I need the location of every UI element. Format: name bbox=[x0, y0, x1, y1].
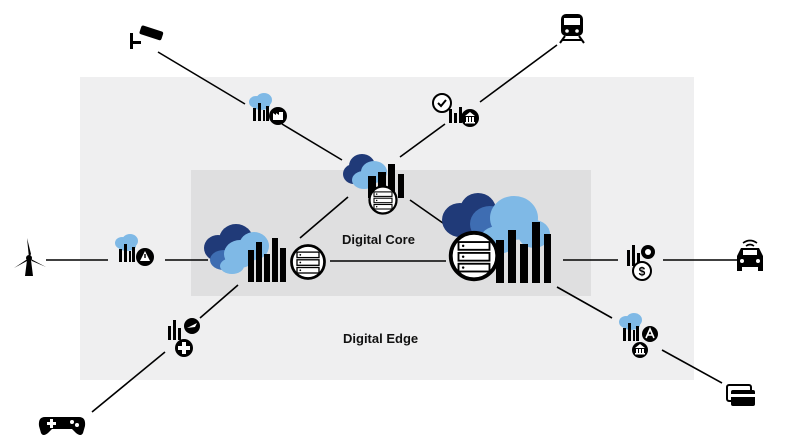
connection-lines bbox=[46, 44, 738, 413]
digital-core-label: Digital Core bbox=[342, 232, 415, 247]
link-train-bank bbox=[479, 44, 558, 103]
link-camera-factory bbox=[157, 51, 246, 105]
svg-text:$: $ bbox=[639, 265, 646, 279]
bank-check-icon bbox=[432, 93, 479, 127]
gamepad-icon bbox=[38, 417, 86, 435]
warning-icon bbox=[115, 234, 154, 266]
link-core-right-bankloc bbox=[556, 286, 613, 319]
credit-card-icon bbox=[726, 384, 755, 406]
car-icon bbox=[737, 239, 763, 271]
link-bankloc-card bbox=[661, 349, 723, 384]
money-icon: $ bbox=[627, 245, 655, 281]
link-medical-gamepad bbox=[91, 351, 166, 413]
wind-turbine-icon bbox=[14, 238, 46, 276]
link-bank-core-top bbox=[399, 123, 446, 158]
medical-plane-icon bbox=[168, 318, 200, 357]
core-right-cloud-datacenter-icon bbox=[442, 193, 551, 283]
link-core-left-medical bbox=[199, 284, 239, 319]
core-left-cloud-datacenter-icon bbox=[204, 224, 326, 282]
factory-icon bbox=[249, 93, 287, 125]
digital-edge-label: Digital Edge bbox=[343, 331, 419, 346]
link-factory-core-top bbox=[281, 123, 343, 161]
core-top-cloud-datacenter-icon bbox=[343, 154, 404, 215]
security-camera-icon bbox=[130, 25, 164, 49]
bank-location-icon bbox=[619, 313, 658, 358]
link-core-top-core-left bbox=[299, 196, 349, 239]
train-icon bbox=[559, 14, 585, 44]
